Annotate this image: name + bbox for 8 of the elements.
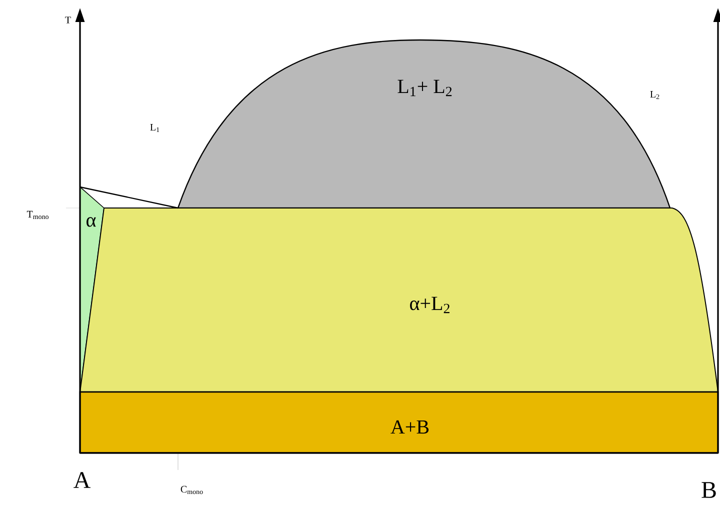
axis-label: C$_{mono}$ xyxy=(180,486,203,494)
phase-label: L$_{1}$ xyxy=(150,124,160,132)
phase-region: A+B xyxy=(79,391,719,454)
phase-label: L$_{2}$ xyxy=(650,90,660,100)
axis-label: T xyxy=(65,16,71,24)
axis-label: A xyxy=(74,472,90,488)
axis-label: T$_{mono}$ xyxy=(26,210,49,220)
axis-label: B xyxy=(702,482,716,498)
